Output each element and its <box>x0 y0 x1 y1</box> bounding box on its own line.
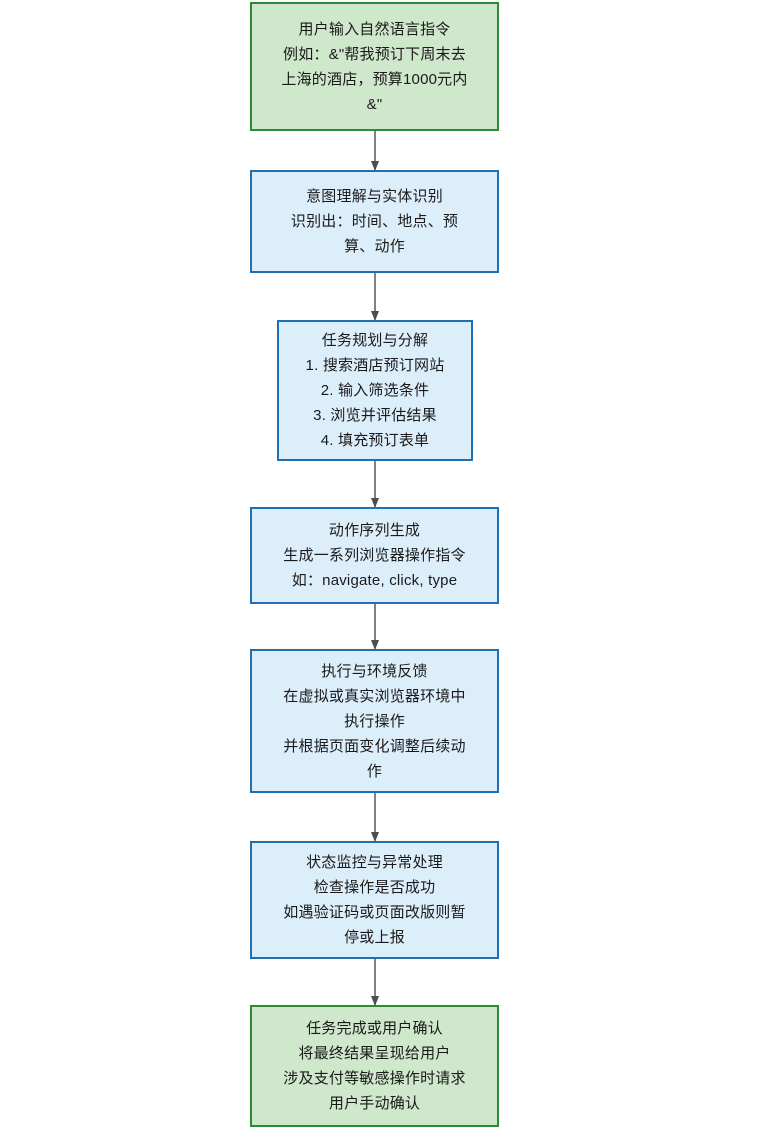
node-execution-feedback-line-4: 并根据页面变化调整后续动 <box>283 737 466 755</box>
node-user-input-line-1: 用户输入自然语言指令 <box>298 20 451 38</box>
node-action-sequence[interactable]: 动作序列生成 生成一系列浏览器操作指令 如：navigate, click, t… <box>250 507 499 604</box>
node-task-planning-line-2: 1. 搜索酒店预订网站 <box>305 357 445 374</box>
node-user-input[interactable]: 用户输入自然语言指令 例如：&"帮我预订下周末去 上海的酒店，预算1000元内 … <box>250 2 499 131</box>
node-task-complete-line-2: 将最终结果呈现给用户 <box>298 1045 451 1062</box>
node-action-sequence-line-3: 如：navigate, click, type <box>291 572 458 589</box>
node-task-complete[interactable]: 任务完成或用户确认 将最终结果呈现给用户 涉及支付等敏感操作时请求 用户手动确认 <box>250 1005 499 1127</box>
node-action-sequence-line-1: 动作序列生成 <box>328 522 421 539</box>
node-action-sequence-line-2: 生成一系列浏览器操作指令 <box>283 547 466 564</box>
node-task-planning-line-1: 任务规划与分解 <box>321 332 429 349</box>
node-status-monitoring-line-2: 检查操作是否成功 <box>313 879 436 896</box>
node-execution-feedback-line-1: 执行与环境反馈 <box>321 662 428 680</box>
node-task-planning-line-5: 4. 填充预订表单 <box>320 432 430 449</box>
node-task-planning[interactable]: 任务规划与分解 1. 搜索酒店预订网站 2. 输入筛选条件 3. 浏览并评估结果… <box>277 320 473 461</box>
node-intent-understanding[interactable]: 意图理解与实体识别 识别出：时间、地点、预 算、动作 <box>250 170 499 273</box>
node-execution-feedback[interactable]: 执行与环境反馈 在虚拟或真实浏览器环境中 执行操作 并根据页面变化调整后续动 作 <box>250 649 499 793</box>
node-status-monitoring-line-1: 状态监控与异常处理 <box>306 854 443 871</box>
node-execution-feedback-line-5: 作 <box>366 762 383 780</box>
node-intent-understanding-line-2: 识别出：时间、地点、预 <box>290 213 459 230</box>
node-task-complete-line-4: 用户手动确认 <box>328 1095 421 1112</box>
node-user-input-line-3: 上海的酒店，预算1000元内 <box>281 70 468 88</box>
node-task-planning-line-3: 2. 输入筛选条件 <box>320 382 430 399</box>
node-task-complete-line-1: 任务完成或用户确认 <box>306 1020 443 1037</box>
node-execution-feedback-line-2: 在虚拟或真实浏览器环境中 <box>283 687 466 705</box>
node-status-monitoring-line-4: 停或上报 <box>344 929 405 946</box>
node-intent-understanding-line-3: 算、动作 <box>344 238 405 255</box>
node-user-input-line-4: &" <box>366 95 383 113</box>
node-execution-feedback-line-3: 执行操作 <box>344 712 405 730</box>
node-intent-understanding-line-1: 意图理解与实体识别 <box>306 188 443 205</box>
node-status-monitoring-line-3: 如遇验证码或页面改版则暂 <box>283 904 466 921</box>
node-user-input-line-2: 例如：&"帮我预订下周末去 <box>283 45 466 63</box>
node-task-complete-line-3: 涉及支付等敏感操作时请求 <box>283 1070 466 1087</box>
node-status-monitoring[interactable]: 状态监控与异常处理 检查操作是否成功 如遇验证码或页面改版则暂 停或上报 <box>250 841 499 959</box>
node-task-planning-line-4: 3. 浏览并评估结果 <box>313 407 437 424</box>
